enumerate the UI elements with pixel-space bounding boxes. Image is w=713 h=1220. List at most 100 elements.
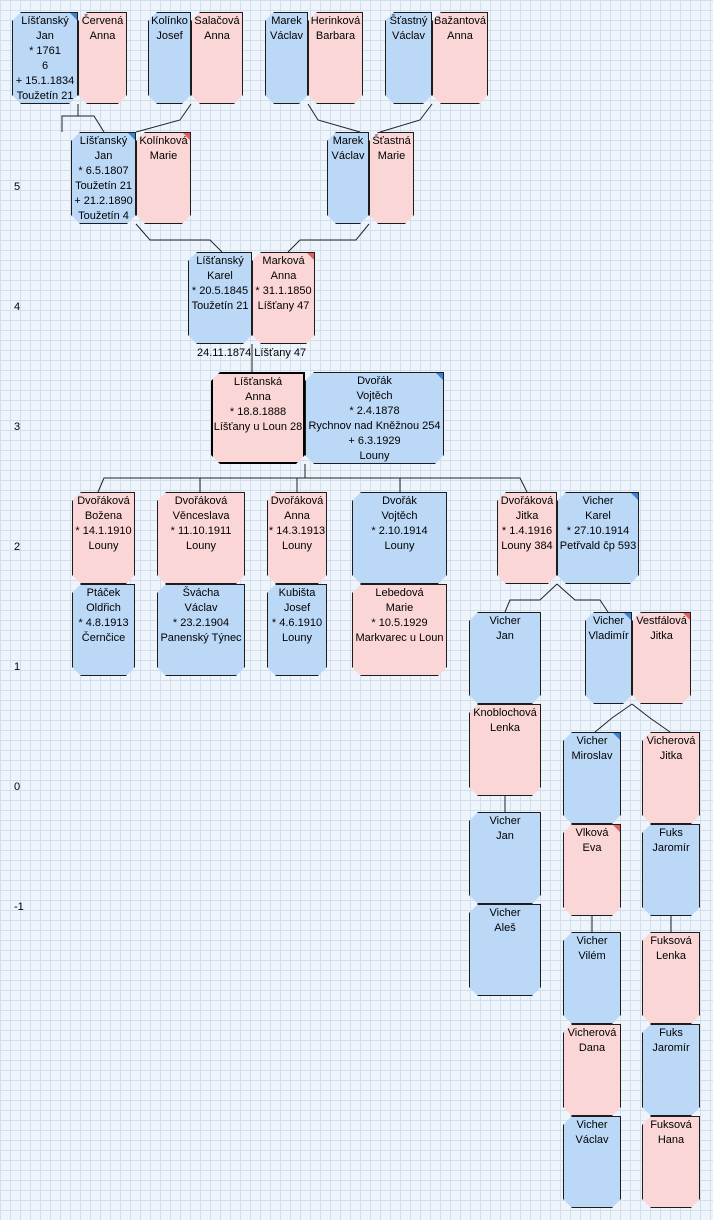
person-detail: * 10.5.1929 (371, 617, 428, 629)
person-detail: * 14.3.1913 (268, 525, 326, 537)
generation-label: 1 (14, 661, 21, 673)
person-given-name: Věnceslava (172, 510, 230, 522)
person-given-name: Jan (94, 150, 113, 162)
person-given-name: Vojtěch (381, 510, 418, 522)
person-given-name: Lenka (490, 722, 520, 734)
person-given-name: Jan (496, 830, 514, 842)
person-given-name: Barbara (315, 30, 356, 42)
person-surname: Líšťanská (233, 376, 283, 388)
person-surname: Dvořáková (77, 495, 130, 507)
generation-label: 4 (14, 301, 21, 313)
person-surname: Kubišta (278, 587, 316, 599)
person-given-name: Marie (377, 150, 406, 162)
person-detail: * 14.1.1910 (75, 525, 132, 537)
person-given-name: Václav (575, 1134, 609, 1146)
person-surname: Dvořáková (174, 495, 228, 507)
person-detail: * 1761 (29, 45, 61, 57)
person-surname: Bažantová (434, 15, 486, 27)
person-detail: * 2.4.1878 (349, 405, 400, 417)
person-surname: Dvořáková (500, 495, 554, 507)
person-detail: * 4.8.1913 (78, 617, 129, 629)
person-surname: Vicher (582, 495, 614, 507)
person-given-name: Božena (84, 510, 123, 522)
connector-line (305, 477, 528, 493)
person-detail: Louny (359, 450, 390, 462)
connector-line (61, 104, 79, 132)
connector-line (287, 223, 370, 253)
person-given-name: Lenka (656, 950, 686, 962)
person-given-name: Václav (184, 602, 218, 614)
person-detail: Louny (88, 540, 119, 552)
note-marker-icon (183, 133, 190, 140)
person-given-name: Anna (89, 30, 116, 42)
person-detail: 6 (41, 60, 49, 72)
person-surname: Kolínková (139, 135, 188, 147)
person-detail: + 15.1.1834 (15, 75, 75, 87)
generation-label: 2 (14, 541, 21, 553)
person-given-name: Karel (585, 510, 611, 522)
person-surname: Švácha (182, 587, 220, 599)
person-surname: Kolínko (151, 15, 188, 27)
person-given-name: Hana (657, 1134, 685, 1146)
person-detail: Rychnov nad Kněžnou 254 (308, 420, 441, 432)
person-given-name: Anna (204, 30, 230, 42)
connector-line (631, 703, 671, 733)
generation-label: 0 (14, 781, 21, 793)
person-detail: Líšťany u Loun 28 (213, 421, 303, 433)
person-given-name: Josef (156, 30, 183, 42)
person-surname: Vestfálová (636, 615, 687, 627)
person-surname: Marek (271, 15, 302, 27)
connector-line (97, 464, 306, 493)
person-surname: Dvořák (357, 375, 392, 387)
person-surname: Marek (332, 135, 364, 147)
note-marker-icon (613, 733, 620, 740)
person-surname: Vicherová (646, 735, 696, 747)
person-surname: Líšťanský (79, 135, 128, 147)
person-given-name: Jitka (515, 510, 539, 522)
